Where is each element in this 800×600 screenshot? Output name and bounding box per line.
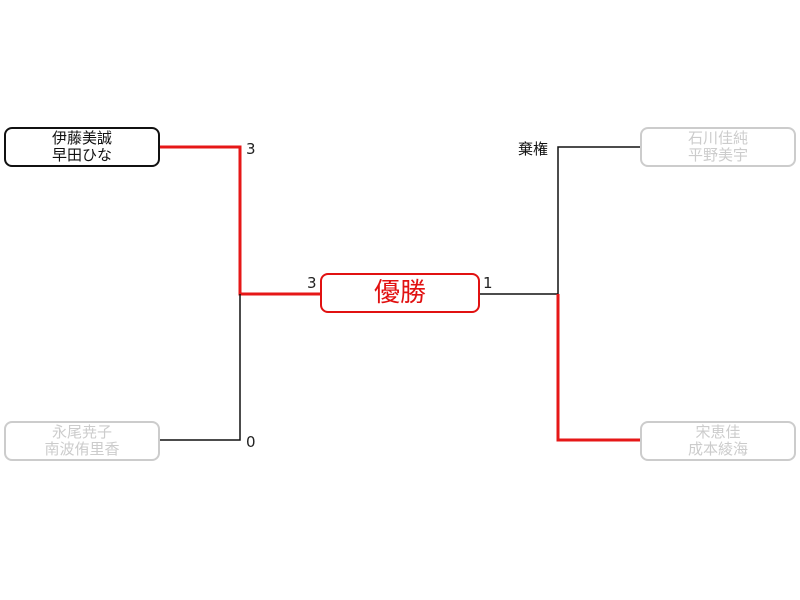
champion-box: 優勝	[320, 273, 480, 313]
player-name: 宋恵佳	[695, 423, 741, 441]
player-name: 成本綾海	[687, 440, 748, 458]
right-bottom-path	[556, 294, 640, 442]
left-bottom-path	[160, 294, 241, 441]
player-name: 石川佳純	[687, 129, 748, 147]
score-right-final: 1	[483, 274, 493, 292]
player-name: 平野美宇	[687, 146, 748, 164]
left-top-path	[160, 145, 320, 296]
score-left-top: 3	[246, 140, 256, 158]
team-right-top: 石川佳純 平野美宇	[640, 127, 796, 167]
team-right-bottom: 宋恵佳 成本綾海	[640, 421, 796, 461]
player-name: 南波侑里香	[44, 440, 120, 458]
player-name: 早田ひな	[51, 146, 112, 164]
score-left-final: 3	[307, 274, 317, 292]
right-top-path	[480, 146, 640, 295]
score-left-bottom: 0	[246, 433, 256, 451]
team-left-bottom: 永尾尭子 南波侑里香	[4, 421, 160, 461]
player-name: 伊藤美誠	[51, 129, 112, 147]
player-name: 永尾尭子	[51, 423, 112, 441]
team-left-top: 伊藤美誠 早田ひな	[4, 127, 160, 167]
forfeit-note: 棄権	[518, 140, 549, 158]
